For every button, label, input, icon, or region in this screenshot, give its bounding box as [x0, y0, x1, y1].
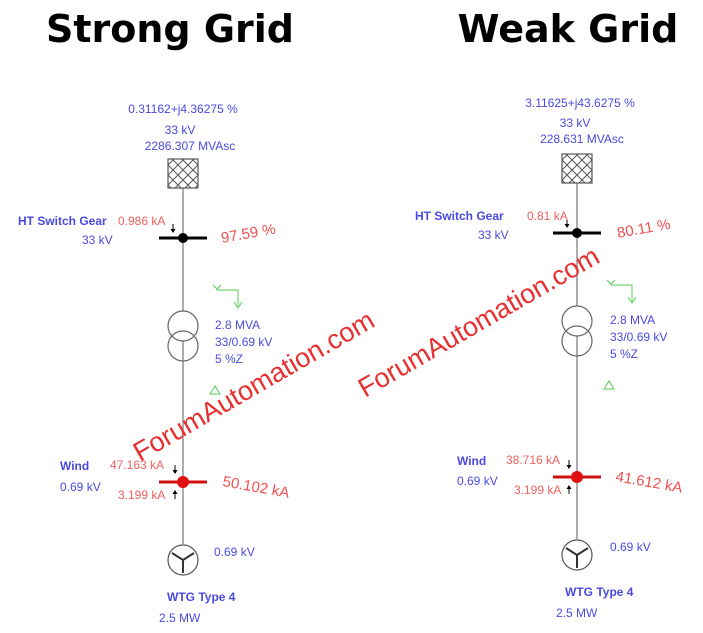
- gen-mw: 2.5 MW: [159, 611, 201, 625]
- strong-grid-diagram: Strong Grid 0.31162+j4.36275 % 33 kV 228…: [18, 7, 380, 625]
- grid-kv: 33 kV: [560, 116, 591, 130]
- ht-voltage-pct: 80.11 %: [616, 216, 672, 242]
- ht-bus-name: HT Switch Gear: [415, 209, 504, 223]
- ht-bus-kv: 33 kV: [478, 228, 509, 242]
- lv-bus-kv: 0.69 kV: [457, 474, 498, 488]
- lv-current-wtg: 3.199 kA: [514, 483, 561, 497]
- lv-fault-total: 41.612 kA: [614, 468, 683, 496]
- weak-grid-diagram: Weak Grid 3.11625+j43.6275 % 33 kV 228.6…: [353, 7, 684, 620]
- grid-impedance: 3.11625+j43.6275 %: [525, 96, 635, 110]
- lv-bus-kv: 0.69 kV: [60, 480, 101, 494]
- tx-ratio: 33/0.69 kV: [215, 335, 272, 349]
- gen-name: WTG Type 4: [167, 590, 236, 604]
- grid-kv: 33 kV: [165, 123, 196, 137]
- gen-kv: 0.69 kV: [610, 540, 651, 554]
- tx-impedance: 5 %Z: [610, 347, 638, 361]
- ht-bus-name: HT Switch Gear: [18, 214, 107, 228]
- diagram-title: Weak Grid: [458, 7, 679, 51]
- diagram-title: Strong Grid: [46, 7, 294, 51]
- ht-fault-current: 0.81 kA: [527, 209, 568, 223]
- gen-name: WTG Type 4: [565, 585, 634, 599]
- gen-kv: 0.69 kV: [214, 545, 255, 559]
- lv-bus-name: Wind: [60, 459, 89, 473]
- diagram-symbols: [157, 157, 244, 577]
- lv-current-wtg: 3.199 kA: [118, 488, 165, 502]
- lv-bus-name: Wind: [457, 454, 486, 468]
- tx-mva: 2.8 MVA: [610, 313, 655, 327]
- lv-current-grid: 47.163 kA: [110, 458, 164, 472]
- grid-mvasc: 228.631 MVAsc: [540, 132, 624, 146]
- ht-voltage-pct: 97.59 %: [220, 221, 277, 247]
- ht-bus-kv: 33 kV: [82, 233, 113, 247]
- ht-fault-current: 0.986 kA: [118, 214, 165, 228]
- grid-mvasc: 2286.307 MVAsc: [145, 139, 236, 153]
- lv-fault-total: 50.102 kA: [221, 473, 290, 501]
- tx-impedance: 5 %Z: [215, 352, 243, 366]
- tx-mva: 2.8 MVA: [215, 318, 260, 332]
- lv-current-grid: 38.716 kA: [506, 453, 560, 467]
- tx-ratio: 33/0.69 kV: [610, 330, 667, 344]
- gen-mw: 2.5 MW: [556, 606, 598, 620]
- grid-impedance: 0.31162+j4.36275 %: [128, 102, 238, 116]
